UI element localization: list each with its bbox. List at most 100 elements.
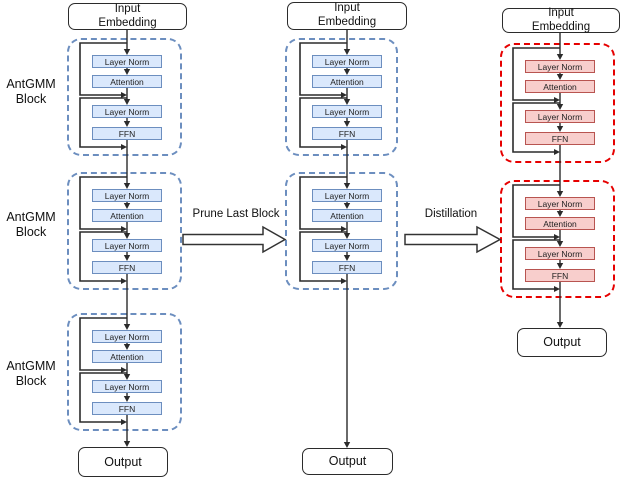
prune-transition-arrow bbox=[182, 225, 287, 254]
arrowhead-right bbox=[554, 286, 560, 292]
antgmm-block-1: Layer Norm Attention Layer Norm FFN bbox=[67, 38, 182, 156]
skip-connection bbox=[512, 102, 560, 153]
layer-norm-box: Layer Norm bbox=[92, 55, 162, 68]
skip-connection bbox=[512, 184, 560, 238]
arrowhead-right bbox=[554, 234, 560, 240]
arrowhead-right bbox=[121, 278, 127, 284]
input-embedding-box: Input Embedding bbox=[287, 2, 407, 30]
skip-connection bbox=[299, 231, 347, 282]
output-box: Output bbox=[302, 448, 393, 475]
output-box: Output bbox=[517, 328, 607, 357]
arrowhead-down bbox=[123, 441, 131, 447]
arrowhead-down bbox=[343, 183, 351, 189]
arrowhead-down bbox=[123, 233, 131, 239]
arrowhead-down bbox=[556, 322, 564, 328]
arrowhead-down bbox=[556, 191, 564, 197]
layer-norm-box: Layer Norm bbox=[312, 105, 382, 118]
distillation-transition-arrow bbox=[404, 225, 502, 254]
arrowhead-right bbox=[121, 367, 127, 373]
arrowhead-down bbox=[343, 121, 351, 127]
layer-norm-box: Layer Norm bbox=[92, 380, 162, 393]
layer-norm-box: Layer Norm bbox=[92, 189, 162, 202]
arrowhead-down bbox=[123, 255, 131, 261]
arrowhead-right bbox=[341, 92, 347, 98]
skip-connection bbox=[79, 42, 127, 96]
skip-connection bbox=[79, 372, 127, 423]
ffn-box: FFN bbox=[92, 402, 162, 415]
attention-box: Attention bbox=[525, 217, 595, 230]
arrowhead-down bbox=[343, 203, 351, 209]
attention-box: Attention bbox=[312, 209, 382, 222]
layer-norm-box: Layer Norm bbox=[92, 330, 162, 343]
skip-connection bbox=[79, 97, 127, 148]
arrowhead-down bbox=[123, 203, 131, 209]
layer-norm-box: Layer Norm bbox=[525, 110, 595, 123]
skip-connection bbox=[299, 42, 347, 96]
arrowhead-down bbox=[123, 344, 131, 350]
arrowhead-down bbox=[123, 121, 131, 127]
arrowhead-down bbox=[556, 263, 564, 269]
layer-norm-box: Layer Norm bbox=[525, 197, 595, 210]
input-embedding-box: Input Embedding bbox=[502, 7, 620, 33]
arrowhead-down bbox=[343, 255, 351, 261]
skip-connection bbox=[79, 176, 127, 230]
ffn-box: FFN bbox=[312, 261, 382, 274]
output-box: Output bbox=[78, 447, 168, 477]
layer-norm-box: Layer Norm bbox=[312, 239, 382, 252]
arrowhead-down bbox=[123, 99, 131, 105]
arrowhead-down bbox=[123, 374, 131, 380]
layer-norm-box: Layer Norm bbox=[312, 55, 382, 68]
layer-norm-box: Layer Norm bbox=[525, 60, 595, 73]
ffn-box: FFN bbox=[525, 269, 595, 282]
skip-connection bbox=[299, 176, 347, 230]
ffn-box: FFN bbox=[92, 127, 162, 140]
arrowhead-right bbox=[341, 278, 347, 284]
attention-box: Attention bbox=[525, 80, 595, 93]
prune-arrow-label: Prune Last Block bbox=[192, 208, 280, 220]
antgmm-block-label-3: AntGMM Block bbox=[6, 359, 56, 389]
distillation-arrow-label: Distillation bbox=[424, 208, 478, 220]
arrowhead-down bbox=[123, 69, 131, 75]
input-embedding-box: Input Embedding bbox=[68, 3, 187, 30]
layer-norm-box: Layer Norm bbox=[312, 189, 382, 202]
arrowhead-right bbox=[121, 144, 127, 150]
antgmm-block-label-2: AntGMM Block bbox=[6, 210, 56, 240]
arrowhead-down bbox=[556, 74, 564, 80]
arrowhead-down bbox=[556, 54, 564, 60]
layer-norm-box: Layer Norm bbox=[92, 105, 162, 118]
attention-box: Attention bbox=[92, 75, 162, 88]
arrowhead-right bbox=[121, 92, 127, 98]
ffn-box: FFN bbox=[525, 132, 595, 145]
antgmm-block-label-1: AntGMM Block bbox=[6, 77, 56, 107]
skip-connection bbox=[79, 231, 127, 282]
arrowhead-right bbox=[554, 149, 560, 155]
arrowhead-down bbox=[556, 211, 564, 217]
arrowhead-right bbox=[341, 144, 347, 150]
arrowhead-down bbox=[556, 126, 564, 132]
skip-connection bbox=[79, 317, 127, 371]
arrowhead-down bbox=[123, 183, 131, 189]
distilled-block-1: Layer Norm Attention Layer Norm FFN bbox=[500, 43, 615, 163]
attention-box: Attention bbox=[312, 75, 382, 88]
arrowhead-down bbox=[343, 442, 351, 448]
antgmm-block-3: Layer Norm Attention Layer Norm FFN bbox=[67, 313, 182, 431]
attention-box: Attention bbox=[92, 209, 162, 222]
arrowhead-down bbox=[123, 324, 131, 330]
arrowhead-down bbox=[343, 233, 351, 239]
attention-box: Attention bbox=[92, 350, 162, 363]
arrowhead-down bbox=[123, 49, 131, 55]
arrowhead-right bbox=[121, 419, 127, 425]
arrowhead-down bbox=[343, 99, 351, 105]
arrowhead-right bbox=[121, 226, 127, 232]
arrowhead-down bbox=[343, 49, 351, 55]
layer-norm-box: Layer Norm bbox=[92, 239, 162, 252]
layer-norm-box: Layer Norm bbox=[525, 247, 595, 260]
antgmm-block-2: Layer Norm Attention Layer Norm FFN bbox=[67, 172, 182, 290]
arrowhead-down bbox=[123, 396, 131, 402]
ffn-box: FFN bbox=[92, 261, 162, 274]
pruned-block-2: Layer Norm Attention Layer Norm FFN bbox=[285, 172, 398, 290]
skip-connection bbox=[512, 47, 560, 101]
arrowhead-down bbox=[556, 241, 564, 247]
